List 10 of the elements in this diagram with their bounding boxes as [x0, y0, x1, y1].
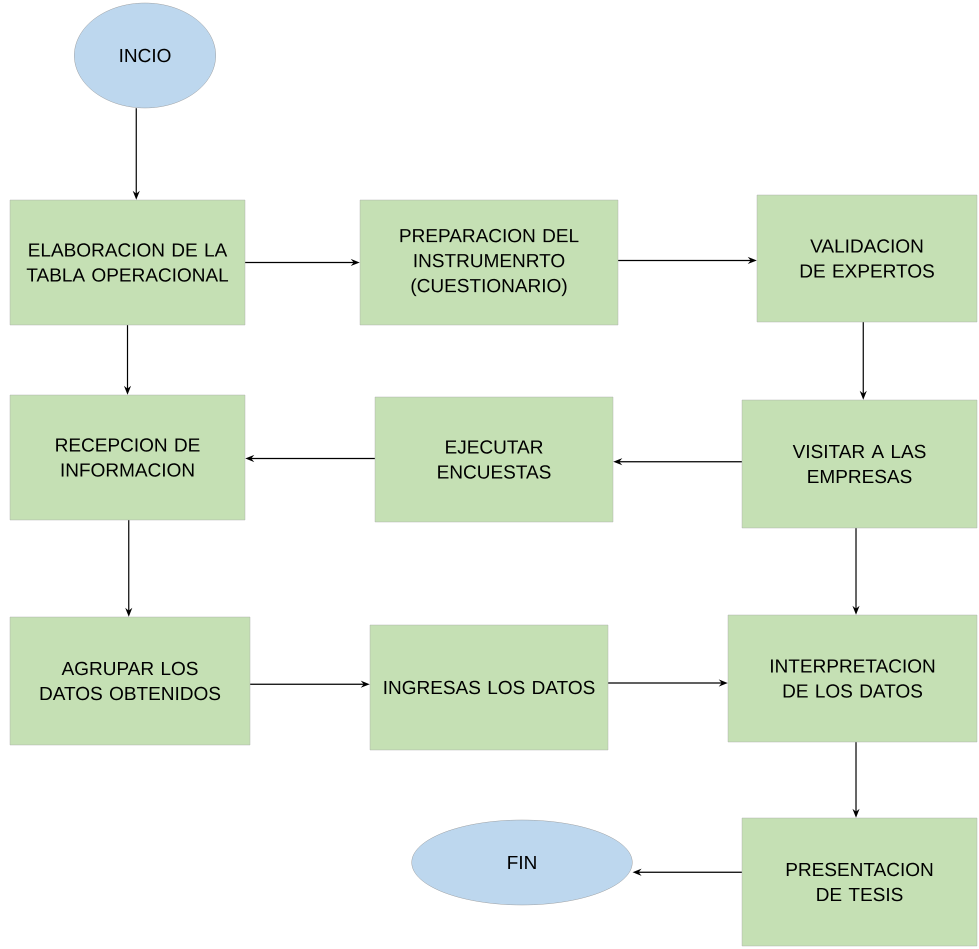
process-box: VALIDACION DE EXPERTOS: [756, 194, 978, 322]
process-box: INTERPRETACION DE LOS DATOS: [728, 614, 978, 742]
process-box: INGRESAS LOS DATOS: [370, 624, 608, 750]
process-box: VISITAR A LAS EMPRESAS: [742, 400, 978, 528]
process-box: PRESENTACION DE TESIS: [742, 818, 978, 946]
process-box: PREPARACION DEL INSTRUMENRTO (CUESTIONARIO): [360, 200, 618, 326]
process-box: AGRUPAR LOS DATOS OBTENIDOS: [10, 616, 250, 746]
process-box: EJECUTAR ENCUESTAS: [374, 396, 614, 522]
process-box: ELABORACION DE LA TABLA OPERACIONAL: [10, 200, 246, 326]
process-box: RECEPCION DE INFORMACION: [10, 394, 246, 520]
